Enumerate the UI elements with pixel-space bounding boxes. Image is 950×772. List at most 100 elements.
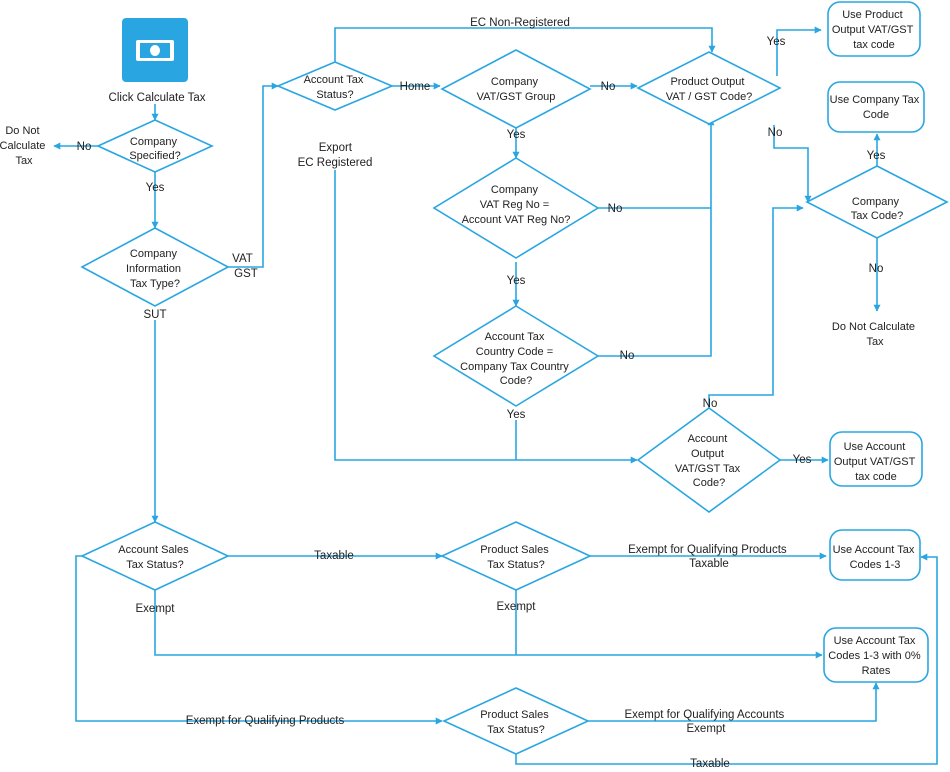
account-tax-status-text: Account Tax Status? [304,74,367,101]
edge-exempt-qual-accounts [588,682,880,722]
company-vat-group-line-1: Company [491,76,539,88]
product-sales-2-line-2: Tax Status? [487,724,544,736]
product-sales-1-line-1: Product Sales [480,544,549,556]
label-exempt-qual-taxable: Exempt for Qualifying Products Taxable [628,544,790,570]
edge-country-no [598,118,715,357]
company-tax-code-decision [805,165,949,239]
product-sales-tax-status-decision-1 [440,521,592,591]
use-account-tax-codes-zero-box [823,627,929,683]
company-specified-line-2: Specified? [129,150,180,162]
label-home: Home [400,81,431,93]
vat-reg-line-1: Company [491,184,539,196]
company-tax-code-text: Company Tax Code? [851,196,904,222]
product-output-line-2: VAT / GST Code? [666,91,753,103]
use-account-output-text: Use Account Output VAT/GST tax code [834,441,918,483]
company-tax-code-line-2: Tax Code? [851,210,904,222]
company-specified-text: Company Specified? [129,136,180,162]
account-output-vat-text: Account Output VAT/GST Tax Code? [675,433,743,489]
use-company-tax-box [827,81,925,133]
start-node[interactable] [122,18,188,82]
product-sales-1-line-2: Tax Status? [487,559,544,571]
label-exempt-qual-products-top: Exempt for Qualifying Products [628,544,787,556]
edge-account-output-no [708,204,804,408]
label-taxable-top: Taxable [689,558,729,570]
edge-vat-gst [228,82,279,268]
label-yes-company-tax: Yes [867,150,886,162]
label-no-group: No [601,81,616,93]
product-output-vat-text: Product Output VAT / GST Code? [666,76,753,103]
use-company-tax-line-1: Use Company Tax [830,94,920,106]
use-account-tax-zero-line-3: Rates [862,665,891,677]
account-sales-line-1: Account Sales [118,544,189,556]
label-exempt-qual-accounts-line: Exempt for Qualifying Accounts [624,709,784,721]
use-account-tax-zero-line-1: Use Account Tax [834,635,916,647]
company-info-line-3: Tax Type? [130,278,180,290]
label-ec-registered: EC Registered [298,157,373,169]
vat-reg-compare-text: Company VAT Reg No = Account VAT Reg No? [462,184,571,226]
label-export: Export [319,142,353,154]
label-yes-product-output: Yes [767,36,786,48]
use-account-output-line-2: Output VAT/GST [834,456,916,468]
use-account-output-box [829,431,923,487]
edge-exempt-1 [154,590,823,659]
account-output-line-4: Code? [693,477,725,489]
label-taxable-2: Taxable [690,758,730,770]
label-yes-account-output: Yes [793,454,812,466]
use-account-tax-codes-zero-text: Use Account Tax Codes 1-3 with 0% Rates [828,635,923,677]
use-account-tax-codes-line-1: Use Account Tax [833,544,915,556]
use-account-tax-codes-text: Use Account Tax Codes 1-3 [833,544,918,571]
money-bill-coin [150,45,160,56]
use-product-output-line-3: tax code [853,39,895,51]
company-info-line-1: Company [130,248,178,260]
label-yes-group: Yes [507,129,526,141]
edges [53,26,938,765]
use-product-output-text: Use Product Output VAT/GST tax code [832,9,916,51]
label-exempt-bottom: Exempt [687,723,727,735]
use-account-tax-codes-box [829,529,921,581]
account-sales-tax-status-decision [80,521,230,591]
product-output-line-1: Product Output [670,76,744,88]
use-product-output-line-2: Output VAT/GST [832,24,914,36]
use-product-output-line-1: Use Product [842,9,903,21]
account-output-vat-decision [636,407,782,513]
country-code-line-3: Company Tax Country [460,361,569,373]
do-not-calc-left-line-2: Calculate [0,140,45,152]
label-export-ec: Export EC Registered [298,142,373,169]
account-tax-status-decision [275,61,395,111]
company-vat-group-text: Company VAT/GST Group [477,76,556,103]
use-product-output-box [827,1,921,57]
account-tax-status-line-1: Account Tax [304,74,364,86]
account-sales-tax-status-text: Account Sales Tax Status? [118,544,191,571]
product-sales-tax-status-2-text: Product Sales Tax Status? [480,709,552,736]
label-yes-vatreg: Yes [507,275,526,287]
country-code-line-4: Code? [500,375,532,387]
account-output-line-1: Account [688,433,728,445]
label-exempt-qual-products: Exempt for Qualifying Products [186,715,345,727]
vat-reg-line-3: Account VAT Reg No? [462,214,571,226]
product-output-vat-decision [636,51,782,125]
label-no-company-tax: No [869,263,884,275]
label-yes-country: Yes [507,409,526,421]
label-taxable-1: Taxable [314,550,354,562]
vat-reg-compare-decision [432,157,600,259]
do-not-calc-right-line-2: Tax [866,336,884,348]
do-not-calc-left-line-1: Do Not [5,125,39,137]
company-vat-group-line-2: VAT/GST Group [477,91,556,103]
label-ec-non-registered: EC Non-Registered [470,17,570,29]
label-exempt-2: Exempt [497,601,537,613]
use-account-tax-zero-line-2: Codes 1-3 with 0% [828,650,921,662]
use-account-output-line-3: tax code [855,471,897,483]
country-code-line-2: Country Code = [476,346,553,358]
label-vat-gst: VAT GST [232,253,258,280]
account-tax-status-line-2: Status? [316,89,353,101]
label-gst: GST [234,268,258,280]
company-specified-decision [96,119,214,173]
company-info-tax-type-decision [80,227,230,307]
use-company-tax-line-2: Code [863,109,889,121]
company-info-tax-type-text: Company Information Tax Type? [126,248,184,290]
label-yes-specified: Yes [146,182,165,194]
edge-export-ec [334,170,638,464]
start-label: Click Calculate Tax [109,92,206,104]
edge-product-output-no [773,125,812,203]
use-account-output-line-1: Use Account [844,441,906,453]
